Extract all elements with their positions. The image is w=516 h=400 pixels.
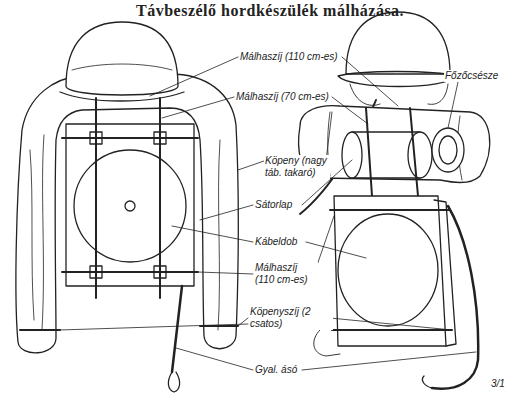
part-label: Főzőcsésze xyxy=(444,70,499,82)
part-label: Gyal. ásó xyxy=(254,364,298,376)
part-label: Málhaszíj (110 cm-es) xyxy=(239,51,339,63)
part-label: Köpeny (nagy táb. takaró) xyxy=(264,155,330,179)
part-label: Málhaszíj (70 cm-es) xyxy=(235,91,330,103)
sheet-mark: 3/1 xyxy=(490,378,506,390)
part-label: Köpenyszíj (2 csatos) xyxy=(249,306,333,330)
part-label: Sátorlap xyxy=(254,199,293,211)
title: Távbeszélő hordkészülék málházása. xyxy=(136,2,404,20)
part-label: Málhaszíj (110 cm-es) xyxy=(254,262,318,286)
part-label: Kábeldob xyxy=(254,236,298,248)
